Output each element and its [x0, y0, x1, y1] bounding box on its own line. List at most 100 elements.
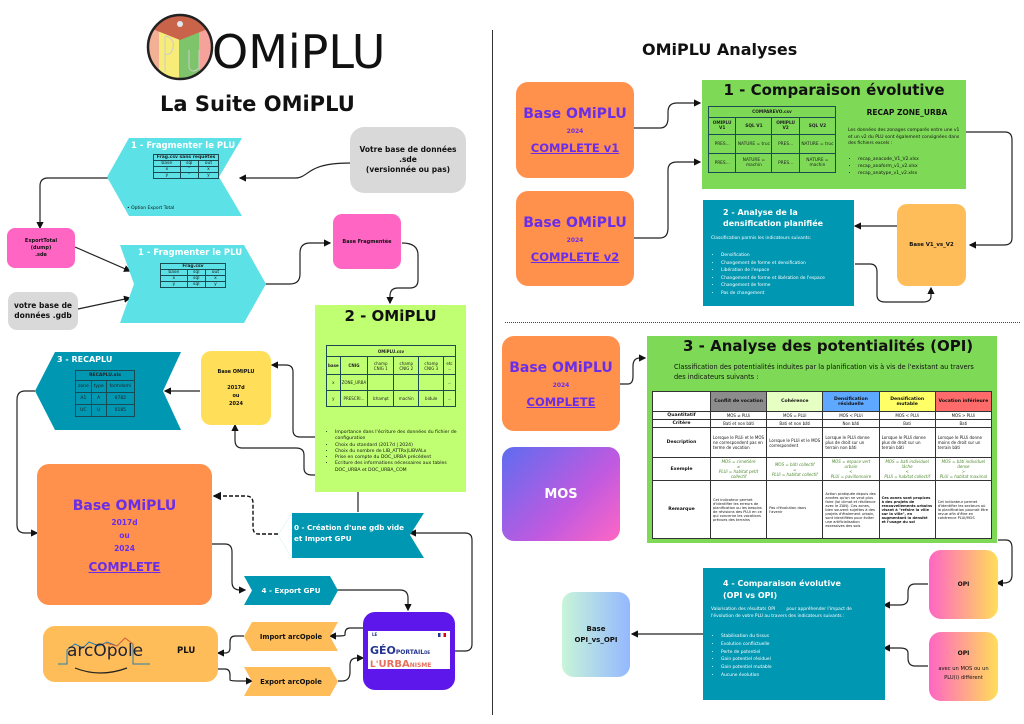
recap-file: recap_anacode_V1_V2.xlsx: [858, 156, 968, 163]
base-v1-complete-link[interactable]: COMPLETE v1: [530, 141, 620, 155]
base-complete-link[interactable]: COMPLETE: [526, 394, 596, 409]
creation-line2: et Import GPU: [294, 534, 352, 543]
base-omiplu-small[interactable]: Base OMiPLU 2017d ou 2024: [201, 351, 271, 425]
export-gpu-step-4[interactable]: 4 - Export GPU: [244, 576, 338, 605]
base-v1-vs-v2[interactable]: Base V1_vs_V2: [897, 204, 966, 286]
ex-plui: PLUi = habitat petit collectif: [718, 469, 759, 479]
opi-cell: Lorsque le PLUi et le MOS correspondent: [766, 427, 824, 458]
base-omiplu-complete[interactable]: Base OMiPLU 2017d ou 2024 COMPLETE: [37, 464, 212, 605]
base-v2-complete-link[interactable]: COMPLETE v2: [530, 249, 620, 264]
cell: CNIG: [339, 356, 369, 375]
geoportail-urbanisme-box[interactable]: LE GÉOPORTAILDE L'URBANISME: [363, 612, 455, 690]
recap-file-list: recap_anacode_V1_V2.xlsx recap_anaform_v…: [848, 156, 968, 177]
opi-example-cell: MOS = bati individuel lâche<PLUi = habit…: [878, 457, 936, 481]
compar-opi-step-4[interactable]: 4 - Comparaison évolutive (OPI vs OPI) V…: [703, 568, 885, 700]
opi-cell: MOS = PLUi: [766, 411, 824, 420]
wire-frag2-to-fragmentee: [265, 239, 332, 285]
opi-indicator-table: Conflit de vocation Cohérence Densificat…: [652, 391, 993, 539]
opi-cell: Lorsque le PLUi donne plus de droit sur …: [878, 427, 936, 458]
opi-box-2[interactable]: OPI avec un MOS ou un PLU(i) différent: [929, 632, 998, 701]
frag2-title: 1 - Fragmenter le PLU: [138, 248, 243, 258]
base-small-v1: 2017d: [227, 385, 245, 391]
gdb-database-box[interactable]: votre base de données .gdb: [8, 292, 78, 330]
right-title: OMiPLU Analyses: [642, 40, 798, 59]
export-arcopole-button[interactable]: Export arcOpole: [244, 667, 338, 696]
import-arcopole-button[interactable]: Import arcOpole: [244, 622, 338, 651]
base-v1-vs-v2-label: Base V1_vs_V2: [909, 242, 954, 248]
wire-v2-to-compar: [634, 158, 702, 239]
cell: type: [90, 380, 107, 393]
sde-database-box[interactable]: Votre base de données .sde (versionnée o…: [350, 127, 466, 193]
base-big-complete-link[interactable]: COMPLETE: [88, 559, 161, 574]
ex-op: <: [905, 469, 909, 474]
cell: ...: [443, 390, 456, 407]
compar-opi-intro: Valorisation des résultats OPI pour appr…: [711, 607, 854, 619]
cell: 0185: [105, 404, 136, 417]
base-fragmentee-label: Base Fragmentée: [342, 238, 392, 245]
arcopole-plu-label: PLU: [177, 646, 196, 656]
cell: NATURE = machin: [735, 153, 773, 173]
densif-item: Libération de l'espace: [721, 267, 825, 275]
geo-urba: URBA: [378, 659, 410, 670]
wire-basebig-to-exportgpu: [212, 543, 247, 594]
left-subtitle: La Suite OMiPLU: [160, 92, 355, 116]
opi-box-1[interactable]: OPI: [929, 550, 998, 619]
cell: 0782: [105, 392, 136, 405]
base-opi-line2: OPI_vs_OPI: [574, 635, 618, 644]
base-omiplu-v1[interactable]: Base OMiPLU 2024 COMPLETE v1: [516, 82, 634, 178]
cell: PRES...: [771, 153, 800, 173]
opi-cell: Bati: [878, 419, 936, 428]
cell: OMIPLU V1: [707, 117, 737, 135]
cell: NATURE = truc: [798, 134, 837, 154]
frag1-title: 1 - Fragmenter le PLU: [131, 141, 236, 151]
base-big-v1: 2017d: [111, 517, 138, 527]
export-total-box[interactable]: ExportTotal (dump) .sde: [7, 228, 75, 268]
mos-box[interactable]: MOS: [502, 447, 620, 541]
cell: ...: [443, 374, 456, 391]
arcopole-logo-icon: [58, 637, 150, 674]
fragmenter-step-1a[interactable]: 1 - Fragmenter le PLU Frag.csv sans requ…: [107, 138, 242, 216]
opi-analysis-step-3[interactable]: 3 - Analyse des potentialités (OPI) Clas…: [647, 336, 997, 543]
export-total-line2: (dump): [30, 244, 52, 251]
opi-cell: Lorsque le PLUi donne moins de droit sur…: [934, 427, 993, 458]
opi-cell: Action pratiquée depuis des années qu'on…: [822, 480, 880, 539]
gdb-line1: votre base de: [13, 301, 73, 310]
ex-mos: MOS = bâti collectif: [774, 461, 815, 467]
densif-item: Changement de forme et libération de l'e…: [721, 275, 825, 283]
cell: champ CNIG 3: [418, 356, 445, 375]
densification-step-2[interactable]: 2 - Analyse de la densification planifié…: [703, 200, 854, 306]
base-omiplu-complete-right[interactable]: Base OMiPLU 2024 COMPLETE: [502, 336, 620, 431]
compar-opi-item: Gain potentiel résiduel: [721, 656, 772, 664]
densif-item: Changement de forme et densification: [721, 260, 825, 268]
opi-row-label: Description: [652, 427, 711, 458]
comparaison-step-1[interactable]: 1 - Comparaison évolutive COMPAREVO.csv …: [702, 80, 966, 189]
base-small-v2: 2024: [229, 401, 243, 407]
cell: x: [326, 374, 341, 391]
cell: y: [197, 172, 220, 179]
omiplu-table-title: OMiPLU.csv: [326, 345, 456, 357]
gdb-line2: données .gdb: [14, 311, 72, 320]
french-flag-icon: [438, 633, 446, 637]
sde-line1: Votre base de données: [359, 145, 457, 154]
base-opi-vs-opi[interactable]: Base OPI_vs_OPI: [562, 592, 630, 677]
base-omiplu-v2[interactable]: Base OMiPLU 2024 COMPLETE v2: [516, 191, 634, 286]
cell: PRES...: [771, 134, 800, 154]
wire-import-to-arcopole: [216, 635, 244, 657]
geo-geo: GÉO: [370, 644, 396, 657]
base-fragmentee-box[interactable]: Base Fragmentée: [333, 214, 401, 269]
opi-col-header: Densification résiduelle: [822, 391, 880, 412]
wire-opi2-to-compar-opi: [882, 644, 928, 667]
opi-example-cell: MOS = cimetière≠PLUi = habitat petit col…: [709, 457, 768, 481]
creation-step-0[interactable]: 0 - Création d'une gdb vide et Import GP…: [278, 513, 424, 558]
base-opi-line1: Base: [586, 624, 606, 633]
base-big-title: Base OMiPLU: [72, 497, 177, 514]
wire-exportgpu-to-geoportail: [337, 589, 412, 612]
arcopole-plu-box[interactable]: arcOpole PLU: [43, 626, 218, 682]
cell: [418, 374, 445, 391]
